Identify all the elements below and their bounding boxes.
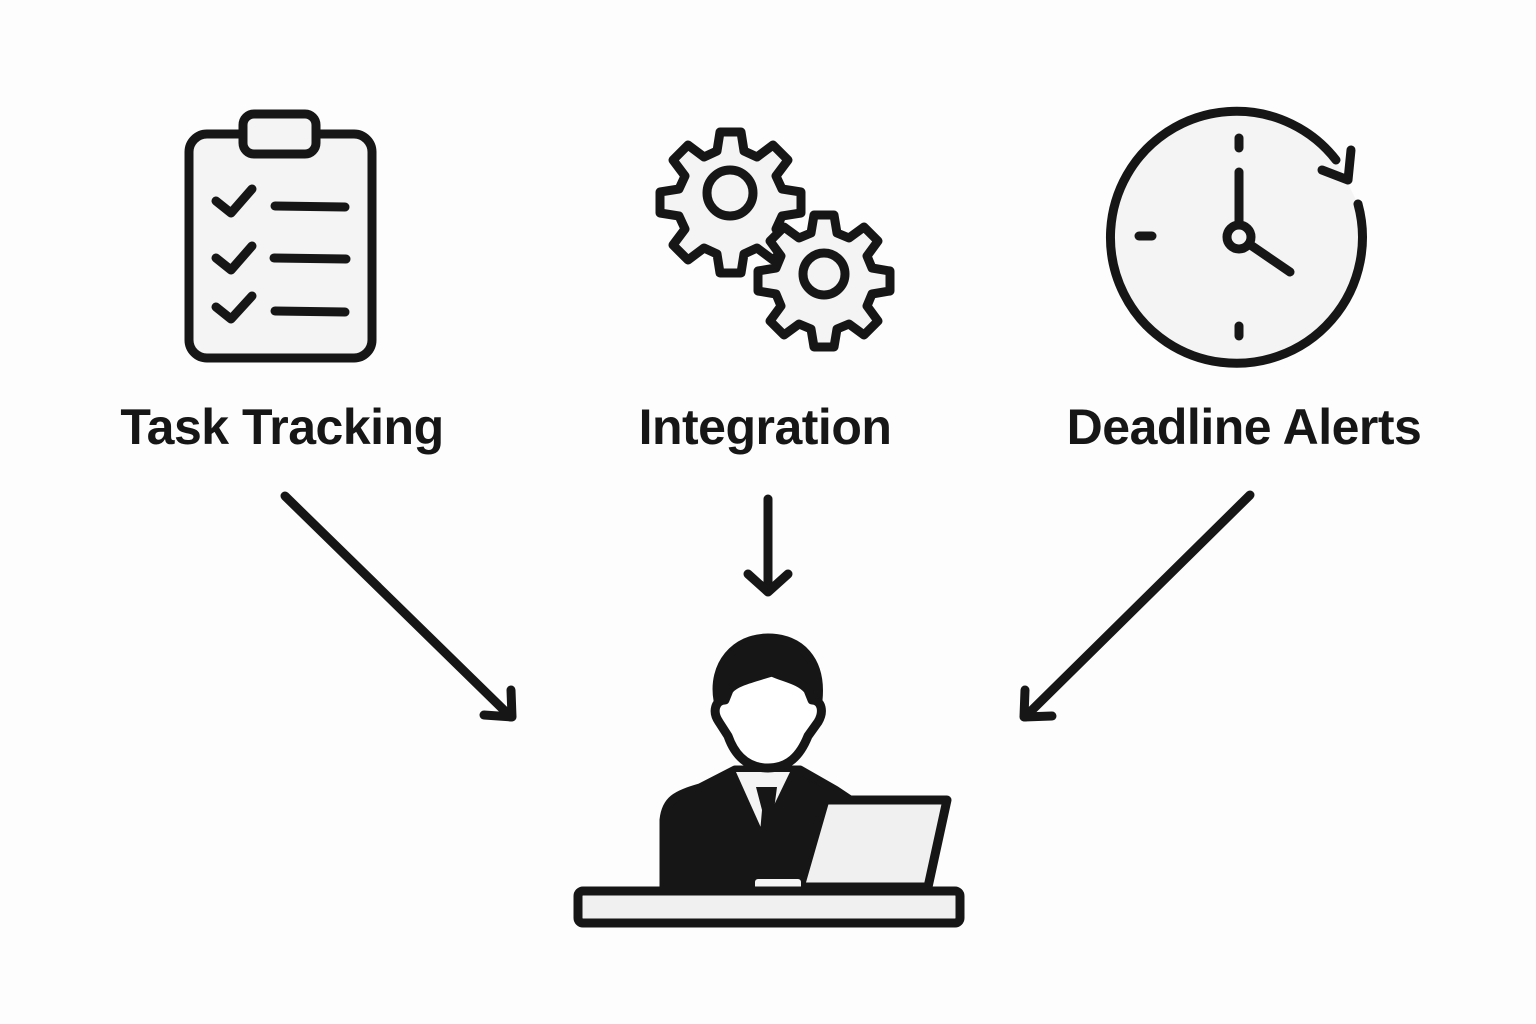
node-label-deadline-alerts: Deadline Alerts — [1066, 399, 1422, 455]
node-label-integration: Integration — [638, 399, 892, 455]
node-label-task-tracking: Task Tracking — [120, 399, 444, 455]
